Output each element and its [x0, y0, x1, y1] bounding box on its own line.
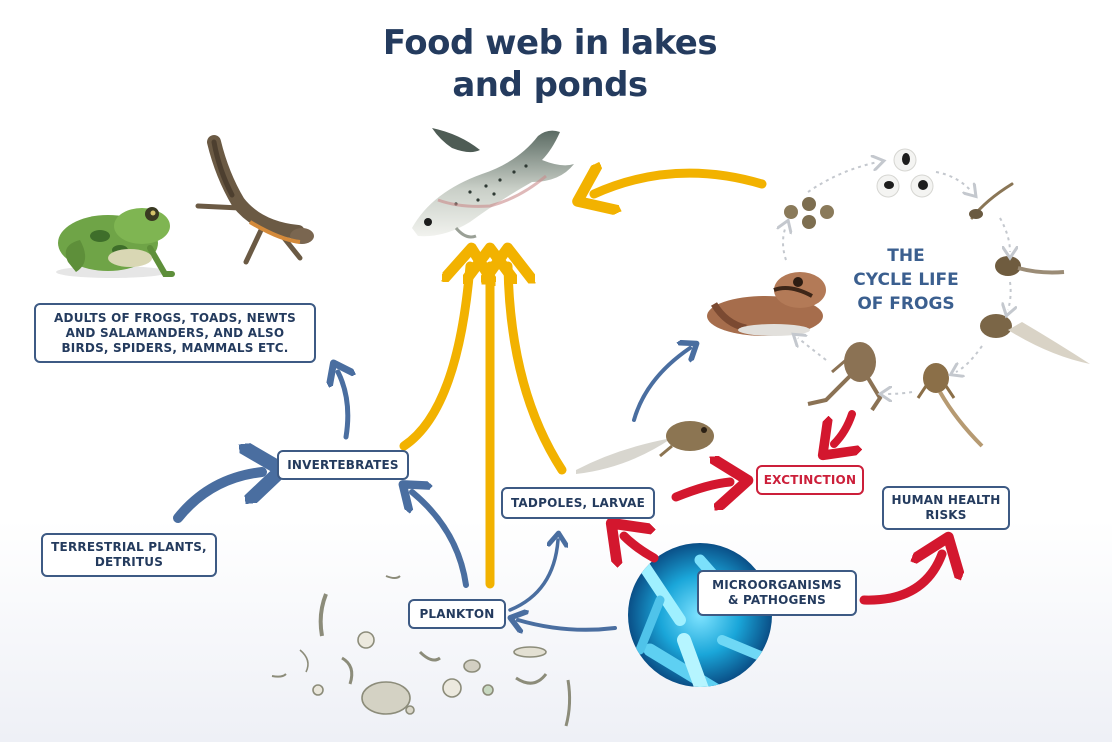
cycle-label-line-2: CYCLE LIFE — [853, 270, 959, 290]
node-extinction: EXCTINCTION — [756, 465, 864, 495]
arrow-microorganisms-to-tadpoles — [624, 536, 659, 558]
green-frog-photo — [56, 207, 175, 278]
arrow-tadpoles-to-cycle — [632, 348, 690, 422]
red-arrows — [624, 410, 942, 605]
title-line-2: and ponds — [452, 65, 648, 105]
arrow-terrestrial-to-invertebrates — [173, 472, 262, 523]
life-cycle-arrows — [783, 162, 1011, 394]
node-microorganisms: MICROORGANISMS & PATHOGENS — [697, 570, 857, 616]
page-title: Food web in lakes and ponds — [330, 22, 770, 106]
arrow-cycle-to-extinction — [834, 410, 852, 444]
cycle-label-line-1: THE — [887, 246, 925, 266]
arrow-tadpoles-to-fish — [508, 266, 567, 475]
node-plankton: PLANKTON — [408, 599, 506, 629]
froglet-photo — [807, 342, 883, 412]
node-tadpoles-larvae: TADPOLES, LARVAE — [501, 487, 655, 519]
arrow-invertebrates-to-fish — [399, 266, 470, 451]
node-invertebrates: INVERTEBRATES — [277, 450, 409, 480]
arrow-microorganisms-to-human-health — [859, 554, 942, 605]
blue-arrows — [173, 348, 690, 630]
plankton-micrograph — [271, 575, 572, 727]
bacteria-micrograph — [628, 543, 772, 687]
trout-fish-photo — [412, 128, 574, 239]
arrow-plankton-to-tadpoles — [508, 540, 558, 612]
node-adults: ADULTS OF FROGS, TOADS, NEWTS AND SALAMA… — [34, 303, 316, 363]
title-line-1: Food web in lakes — [382, 23, 718, 63]
tadpole-photo — [576, 421, 714, 474]
brown-frog-photo — [707, 272, 826, 336]
arrow-microorganisms-to-plankton — [518, 620, 617, 630]
frog-eggs-photo — [784, 148, 934, 229]
cycle-life-label: THE CYCLE LIFE OF FROGS — [842, 244, 970, 316]
newt-photo — [195, 135, 314, 265]
arrow-tadpoles-to-extinction — [671, 482, 730, 497]
cycle-label-line-3: OF FROGS — [857, 294, 955, 314]
node-terrestrial-plants: TERRESTRIAL PLANTS, DETRITUS — [41, 533, 217, 577]
arrow-cycle-to-fish — [594, 173, 767, 194]
yellow-arrows — [399, 173, 767, 589]
node-human-health-risks: HUMAN HEALTH RISKS — [882, 486, 1010, 530]
tadpole-photo — [916, 182, 1090, 448]
arrow-plankton-to-invertebrates — [412, 492, 469, 588]
arrow-invertebrates-to-adults — [338, 372, 348, 440]
